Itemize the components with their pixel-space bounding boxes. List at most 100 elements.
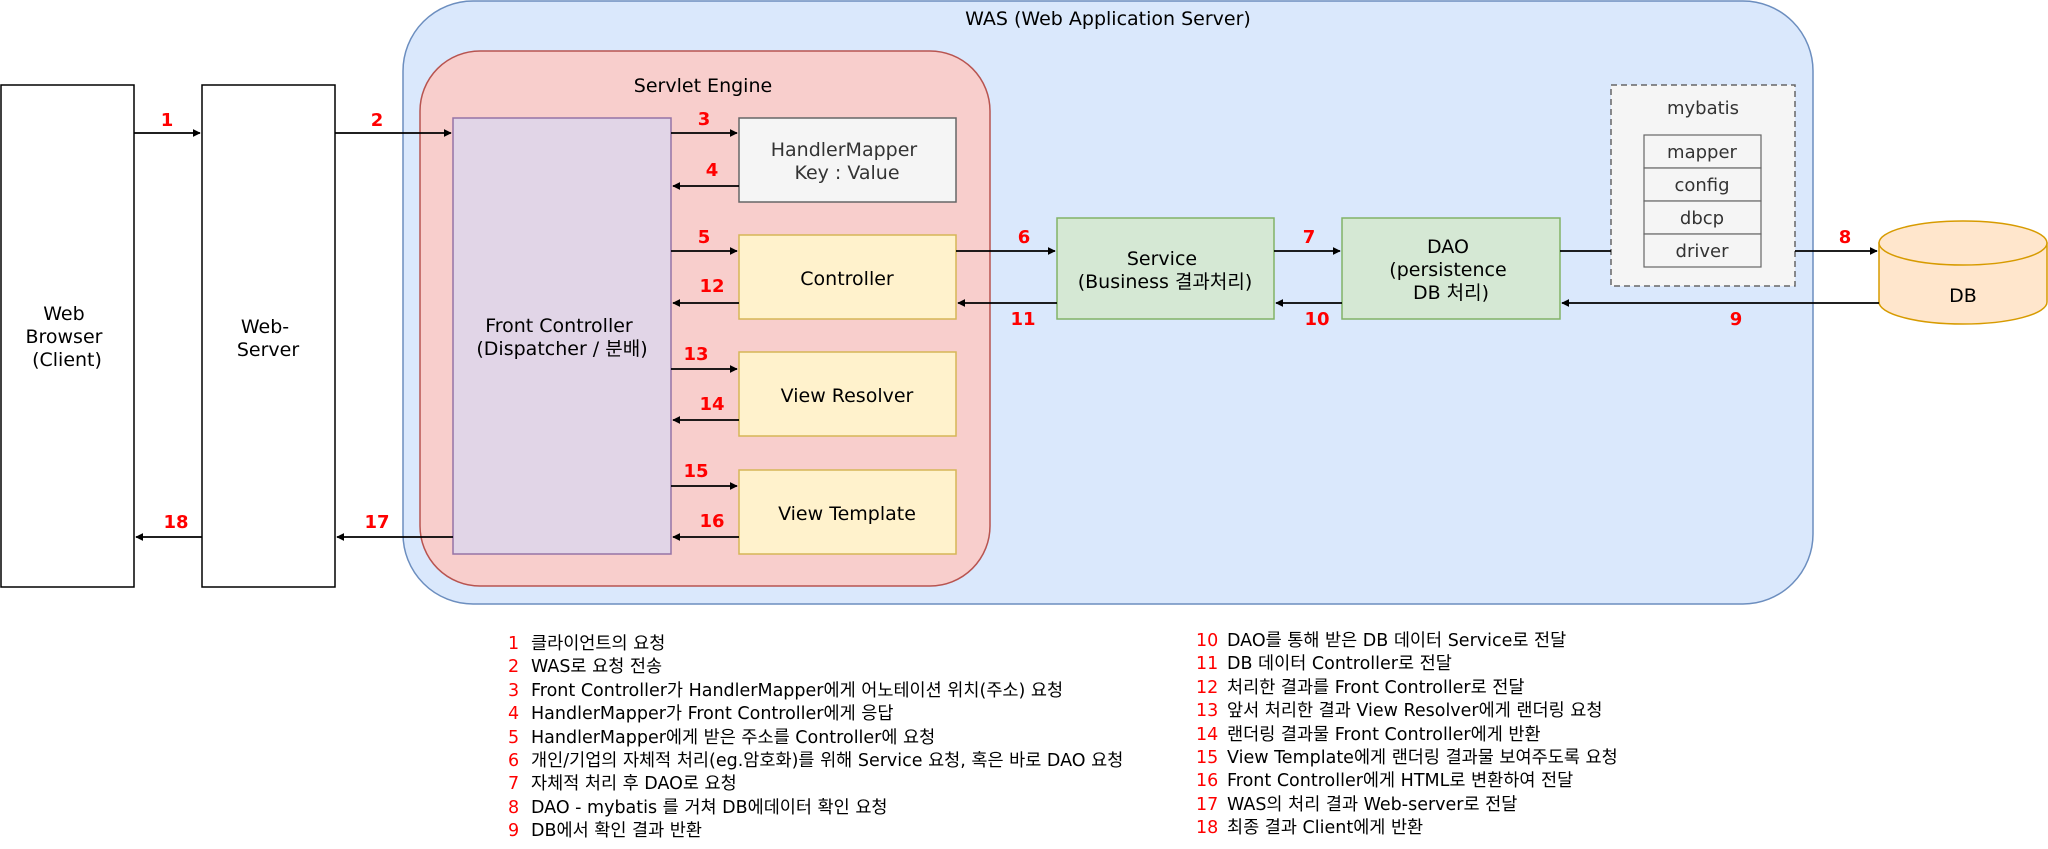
service-label: Service (Business 결과처리) xyxy=(1078,248,1253,293)
dao-line-1: DAO xyxy=(1427,236,1469,258)
web-browser-line-3: (Client) xyxy=(32,349,102,371)
step-6: 6 xyxy=(1018,227,1031,248)
legend-num: 8 xyxy=(508,797,520,818)
web-browser-box xyxy=(0,84,135,588)
step-13: 13 xyxy=(683,344,708,365)
step-14: 14 xyxy=(699,394,724,415)
handler-mapper-line-1: HandlerMapper xyxy=(771,139,918,161)
legend-text: 클라이언트의 요청 xyxy=(531,634,666,654)
db-cylinder-body xyxy=(1878,242,2048,325)
legend-text: View Template에게 랜더링 결과물 보여주도록 요청 xyxy=(1227,748,1618,769)
step-8: 8 xyxy=(1839,227,1852,248)
step-18: 18 xyxy=(163,512,188,533)
db-cylinder-top xyxy=(1878,220,2048,266)
legend-item: 14 랜더링 결과물 Front Controller에게 반환 xyxy=(1196,724,1618,747)
view-template-box xyxy=(738,469,957,555)
mybatis-item-mapper: mapper xyxy=(1667,142,1737,163)
legend-num: 16 xyxy=(1196,771,1219,792)
view-resolver-box xyxy=(738,351,957,437)
legend-text: WAS로 요청 전송 xyxy=(531,657,663,678)
legend-num: 18 xyxy=(1196,818,1219,839)
legend-text: WAS의 처리 결과 Web-server로 전달 xyxy=(1227,794,1518,815)
handler-mapper-line-2: Key : Value xyxy=(794,162,899,184)
legend-num: 7 xyxy=(508,774,520,795)
step-numbers: 1 2 3 4 5 6 7 8 9 10 11 12 13 14 15 16 1… xyxy=(161,109,1852,533)
step-3: 3 xyxy=(698,109,711,130)
dao-label: DAO (persistence DB 처리) xyxy=(1389,236,1512,304)
mybatis-item-driver: driver xyxy=(1676,241,1730,262)
front-controller-box xyxy=(452,117,672,555)
mybatis-item-dbcp-box xyxy=(1643,200,1762,235)
db-label: DB xyxy=(1949,285,1977,307)
legend-item: 12 처리한 결과를 Front Controller로 전달 xyxy=(1196,677,1618,700)
legend-num: 11 xyxy=(1196,654,1219,675)
web-browser-line-2: Browser xyxy=(25,326,102,348)
legend-num: 6 xyxy=(508,751,520,772)
view-template-label: View Template xyxy=(778,503,916,525)
legend-item: 7 자체적 처리 후 DAO로 요청 xyxy=(508,773,1123,796)
web-browser-line-1: Web xyxy=(43,303,84,325)
legend-item: 9 DB에서 확인 결과 반환 xyxy=(508,820,1123,843)
dao-line-2: (persistence xyxy=(1389,259,1506,281)
legend-num: 1 xyxy=(508,634,520,654)
legend-item: 2 WAS로 요청 전송 xyxy=(508,656,1123,679)
connectors xyxy=(134,129,1879,541)
legend-text: Front Controller가 HandlerMapper에게 어노테이션 … xyxy=(531,680,1064,701)
step-10: 10 xyxy=(1304,309,1329,330)
controller-box xyxy=(738,234,957,320)
legend-item: 5 HandlerMapper에게 받은 주소를 Controller에 요청 xyxy=(508,727,1123,750)
dao-line-3: DB 처리) xyxy=(1413,282,1489,304)
legend-text: 자체적 처리 후 DAO로 요청 xyxy=(531,774,737,795)
legend-text: DB에서 확인 결과 반환 xyxy=(531,821,702,842)
legend-text: DB 데이터 Controller로 전달 xyxy=(1227,654,1452,675)
web-server-line-2: Server xyxy=(237,339,299,361)
legend-item: 15 View Template에게 랜더링 결과물 보여주도록 요청 xyxy=(1196,747,1618,770)
mybatis-item-mapper-box xyxy=(1643,134,1762,169)
step-2: 2 xyxy=(371,110,384,131)
legend-num: 12 xyxy=(1196,677,1219,698)
legend-num: 4 xyxy=(508,704,520,725)
servlet-engine-title: Servlet Engine xyxy=(634,75,772,97)
legend-text: HandlerMapper에게 받은 주소를 Controller에 요청 xyxy=(531,727,936,748)
web-browser-label: Web Browser (Client) xyxy=(25,303,108,371)
service-box xyxy=(1056,217,1275,320)
web-server-label: Web- Server xyxy=(237,316,299,361)
step-17: 17 xyxy=(364,512,389,533)
legend-text: 개인/기업의 자체적 처리(eg.암호화)를 위해 Service 요청, 혹은… xyxy=(531,751,1124,772)
legend-num: 2 xyxy=(508,657,520,678)
legend-num: 15 xyxy=(1196,748,1219,769)
step-9: 9 xyxy=(1730,309,1743,330)
legend-item: 6 개인/기업의 자체적 처리(eg.암호화)를 위해 Service 요청, 혹… xyxy=(508,750,1123,773)
handler-mapper-box xyxy=(738,117,957,203)
step-12: 12 xyxy=(699,276,724,297)
step-16: 16 xyxy=(699,511,724,532)
legend-item: 1 클라이언트의 요청 xyxy=(508,633,1123,656)
step-1: 1 xyxy=(161,110,174,131)
legend-text: 앞서 처리한 결과 View Resolver에게 랜더링 요청 xyxy=(1227,701,1603,722)
dao-box xyxy=(1341,217,1561,320)
legend-text: 처리한 결과를 Front Controller로 전달 xyxy=(1227,677,1525,698)
mybatis-title: mybatis xyxy=(1667,98,1739,119)
legend-num: 17 xyxy=(1196,794,1219,815)
front-controller-line-2: (Dispatcher / 분배) xyxy=(476,338,647,360)
legend-item: 11 DB 데이터 Controller로 전달 xyxy=(1196,653,1618,676)
legend-num: 13 xyxy=(1196,701,1219,722)
legend-num: 5 xyxy=(508,727,520,748)
web-server-box xyxy=(201,84,336,588)
step-11: 11 xyxy=(1010,309,1035,330)
step-5: 5 xyxy=(698,227,711,248)
legend-text: 랜더링 결과물 Front Controller에게 반환 xyxy=(1227,724,1541,745)
service-line-2: (Business 결과처리) xyxy=(1078,271,1253,293)
front-controller-line-1: Front Controller xyxy=(485,315,633,337)
controller-label: Controller xyxy=(800,268,894,290)
legend-num: 9 xyxy=(508,821,520,842)
front-controller-label: Front Controller (Dispatcher / 분배) xyxy=(476,315,647,360)
legend-num: 14 xyxy=(1196,724,1219,745)
